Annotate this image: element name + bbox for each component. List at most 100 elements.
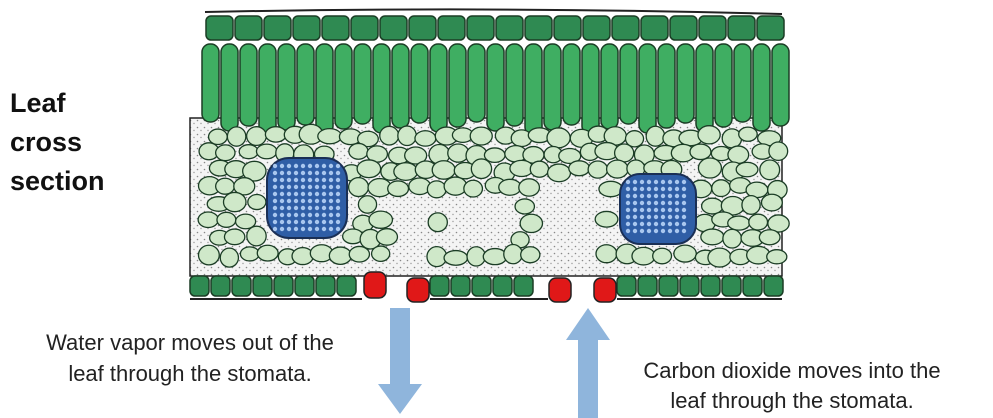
spongy-cell: [349, 246, 369, 262]
palisade-cell: [677, 44, 694, 123]
palisade-cell: [487, 44, 504, 131]
title-line-3: section: [10, 166, 105, 196]
spongy-cell: [596, 245, 617, 263]
epidermis-cell: [235, 16, 262, 40]
epidermis-cell: [438, 16, 465, 40]
leaf-tissue: [190, 9, 789, 302]
spongy-cell: [427, 181, 446, 198]
spongy-cell: [349, 143, 368, 159]
epidermis-cell: [211, 276, 230, 296]
epidermis-cell: [351, 16, 378, 40]
spongy-cell: [760, 160, 780, 180]
left-caption-line-2: leaf through the stomata.: [68, 361, 311, 386]
spongy-cell: [380, 126, 399, 145]
spongy-cell: [759, 230, 780, 245]
palisade-cell: [582, 44, 599, 134]
palisade-cell: [411, 44, 428, 123]
spongy-cell: [723, 229, 742, 248]
upper-cuticle: [205, 9, 782, 14]
palisade-cell: [563, 44, 580, 125]
epidermis-cell: [743, 276, 762, 296]
spongy-cell: [464, 180, 483, 197]
spongy-cell: [415, 131, 436, 146]
epidermis-cell: [554, 16, 581, 40]
palisade-cell: [316, 44, 333, 134]
spongy-cell: [444, 177, 467, 195]
epidermis-cell: [430, 276, 449, 296]
palisade-cell: [259, 44, 276, 135]
epidermis-cell: [641, 16, 668, 40]
spongy-cell: [265, 127, 286, 142]
palisade-cell: [468, 44, 485, 122]
guard-cell: [549, 278, 571, 302]
epidermis-cell: [493, 276, 512, 296]
palisade-cell: [430, 44, 447, 132]
spongy-cell: [702, 198, 723, 214]
spongy-cell: [742, 196, 760, 215]
epidermis-cell: [253, 276, 272, 296]
epidermis-cell: [525, 16, 552, 40]
epidermis-cell: [757, 16, 784, 40]
spongy-cell: [248, 194, 266, 209]
spongy-cell: [444, 251, 467, 266]
spongy-cell: [690, 144, 711, 160]
spongy-cell: [504, 244, 523, 263]
palisade-cell: [449, 44, 466, 127]
left-caption-line-1: Water vapor moves out of the: [46, 330, 334, 355]
spongy-cell: [607, 160, 629, 178]
spongy-cell: [483, 249, 506, 265]
epidermis-cell: [206, 16, 233, 40]
epidermis-cell: [659, 276, 678, 296]
spongy-cell: [515, 199, 534, 214]
palisade-cell: [772, 44, 789, 126]
palisade-cell: [544, 44, 561, 130]
spongy-cell: [257, 245, 278, 261]
spongy-cell: [388, 181, 409, 197]
diagram-title: Leaf cross section: [10, 88, 105, 196]
palisade-cell: [620, 44, 637, 124]
arrow-up-icon: [566, 308, 610, 418]
vein-left: [267, 158, 347, 238]
right-caption: Carbon dioxide moves into the leaf throu…: [643, 358, 940, 413]
palisade-cell: [506, 44, 523, 126]
spongy-cell: [216, 178, 235, 194]
epidermis-cell: [472, 276, 491, 296]
spongy-cell: [674, 245, 696, 262]
palisade-cell: [278, 44, 295, 130]
epidermis-cell: [380, 16, 407, 40]
spongy-cell: [569, 161, 590, 176]
stoma-right: [549, 278, 616, 302]
spongy-cell: [369, 211, 392, 228]
right-caption-line-1: Carbon dioxide moves into the: [643, 358, 940, 383]
palisade-cell: [658, 44, 675, 128]
epidermis-cell: [638, 276, 657, 296]
spongy-cell: [530, 161, 548, 177]
spongy-cell: [240, 247, 259, 261]
arrow-down-icon: [378, 308, 422, 414]
spongy-cell: [698, 126, 720, 144]
spongy-cell: [224, 229, 244, 245]
title-line-1: Leaf: [10, 88, 67, 118]
spongy-cell: [224, 192, 246, 211]
spongy-cell: [521, 247, 540, 263]
spongy-cell: [217, 212, 236, 227]
spongy-cell: [548, 164, 571, 182]
spongy-cell: [292, 248, 313, 265]
spongy-cell: [728, 146, 749, 163]
guard-cell: [364, 272, 386, 298]
epidermis-cell: [274, 276, 293, 296]
spongy-cell: [256, 144, 276, 159]
spongy-cell: [376, 229, 397, 245]
spongy-cell: [736, 162, 758, 176]
spongy-cell: [708, 248, 731, 267]
epidermis-cell: [409, 16, 436, 40]
epidermis-cell: [451, 276, 470, 296]
left-caption: Water vapor moves out of the leaf throug…: [46, 330, 334, 386]
spongy-cell: [358, 196, 376, 213]
spongy-cell: [247, 127, 267, 146]
spongy-cell: [519, 179, 540, 196]
spongy-cell: [372, 246, 390, 261]
epidermis-cell: [728, 16, 755, 40]
spongy-cell: [599, 181, 623, 196]
